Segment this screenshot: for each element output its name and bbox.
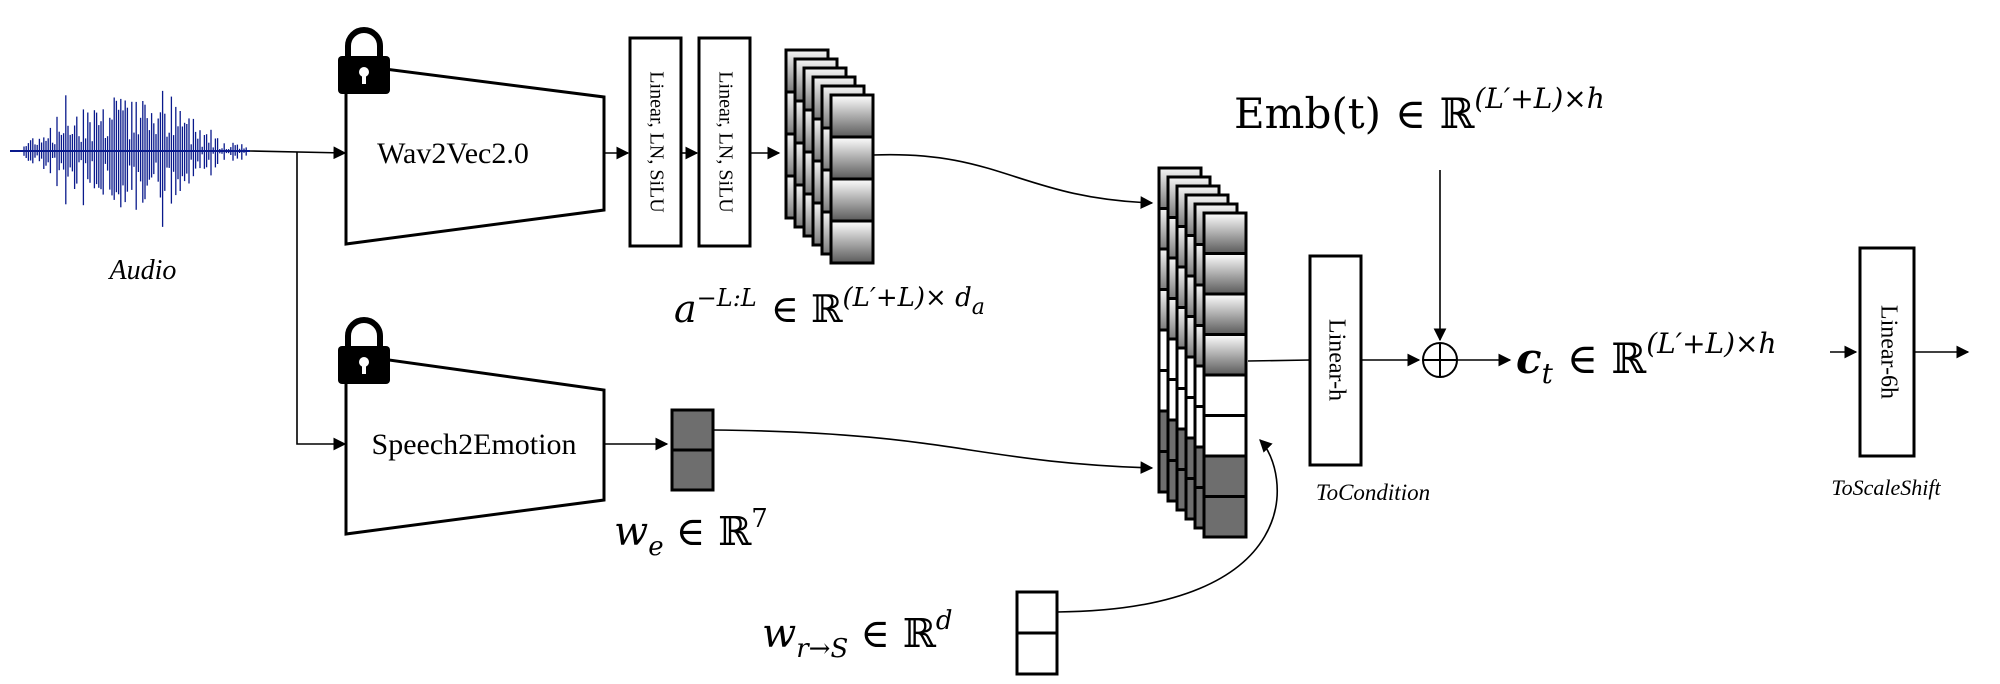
- wav2vec-label: Wav2Vec2.0: [377, 137, 529, 170]
- emotion-rel: ∈ ℝ: [676, 509, 752, 555]
- linear-ln-silu-block-2: Linear, LN, SiLU: [697, 36, 752, 248]
- time-embedding-formula: Emb(t) ∈ ℝ(L′+L)×h: [1234, 82, 1605, 138]
- feature-cell: [829, 93, 875, 139]
- style-rel: ∈ ℝ: [860, 611, 936, 657]
- concat-cell: [1202, 333, 1248, 377]
- audio-feature-rel: ∈ ℝ: [771, 287, 843, 331]
- feature-to-concat-curve: [872, 153, 1154, 209]
- concat-cell: [1202, 211, 1248, 255]
- emotion-vector: [670, 408, 715, 492]
- style-sub: r→S: [796, 634, 848, 664]
- audio-feature-stack: [784, 48, 875, 265]
- waveform-bars: [23, 90, 247, 227]
- concat-cell: [1202, 495, 1248, 539]
- audio-label: Audio: [108, 255, 177, 286]
- linear-h-label: Linear-h: [1323, 319, 1349, 401]
- concat-layer: [1202, 211, 1248, 539]
- linear-ln-silu-block-1: Linear, LN, SiLU: [628, 36, 683, 248]
- emotion-formula: we ∈ ℝ7: [614, 504, 768, 562]
- to-scale-shift-label: ToScaleShift: [1831, 475, 1941, 500]
- audio-feature-dim: (L′+L)× d: [843, 283, 972, 313]
- emotion-base: w: [614, 509, 648, 555]
- wav2vec-encoder: Wav2Vec2.0: [344, 62, 606, 246]
- style-vector: [1015, 590, 1059, 676]
- condition-formula: ct ∈ ℝ(L′+L)×h: [1516, 327, 1777, 390]
- emotion-dim: 7: [751, 504, 768, 534]
- linear-6h-label: Linear-6h: [1875, 305, 1901, 399]
- audio-feature-base: a: [674, 287, 697, 331]
- audio-feature-formula: a−L:L∈ ℝ(L′+L)× da: [674, 283, 985, 331]
- condition-sub: t: [1542, 357, 1554, 390]
- time-emb-rel: ∈ ℝ: [1395, 89, 1475, 138]
- time-emb-dim: (L′+L)×h: [1474, 82, 1604, 115]
- emotion-sub: e: [648, 532, 663, 562]
- speech2emotion-encoder: Speech2Emotion: [344, 352, 606, 536]
- linear-block-1-label: Linear, LN, SiLU: [645, 71, 667, 213]
- plus-node: [1422, 342, 1458, 378]
- concat-cell: [1202, 414, 1248, 458]
- feature-cell: [829, 219, 875, 265]
- lock-icon: [338, 27, 390, 94]
- linear-block-2-label: Linear, LN, SiLU: [714, 71, 736, 213]
- concat-cell: [1202, 373, 1248, 417]
- concat-cell: [1202, 454, 1248, 498]
- style-formula: wr→S ∈ ℝd: [762, 606, 953, 664]
- condition-base: c: [1516, 334, 1542, 383]
- audio-feature-dim-sub: a: [972, 295, 985, 320]
- style-to-concat-curve: [1056, 439, 1278, 613]
- lock-icon: [338, 317, 390, 384]
- concat-cell: [1202, 252, 1248, 296]
- audio-waveform-icon: [10, 90, 250, 227]
- condition-rel: ∈ ℝ: [1567, 334, 1647, 383]
- condition-dim: (L′+L)×h: [1646, 327, 1776, 360]
- to-condition-label: ToCondition: [1316, 480, 1430, 505]
- linear-h-block: Linear-h: [1308, 254, 1363, 467]
- feature-cell: [829, 177, 875, 223]
- feature-layer: [829, 93, 875, 265]
- concatenated-condition-stack: [1157, 166, 1248, 539]
- speech2emotion-label: Speech2Emotion: [372, 428, 577, 461]
- concat-cell: [1202, 292, 1248, 336]
- feature-cell: [829, 135, 875, 181]
- style-base: w: [762, 611, 796, 657]
- time-emb-base: Emb(t): [1234, 89, 1381, 138]
- concat-to-linear-h-line: [1247, 359, 1311, 362]
- style-dim: d: [936, 606, 953, 636]
- audio-feature-sup: −L:L: [697, 284, 757, 312]
- emotion-to-concat-curve: [712, 429, 1154, 475]
- linear-6h-block: Linear-6h: [1858, 246, 1916, 458]
- audio-connections: [249, 146, 347, 451]
